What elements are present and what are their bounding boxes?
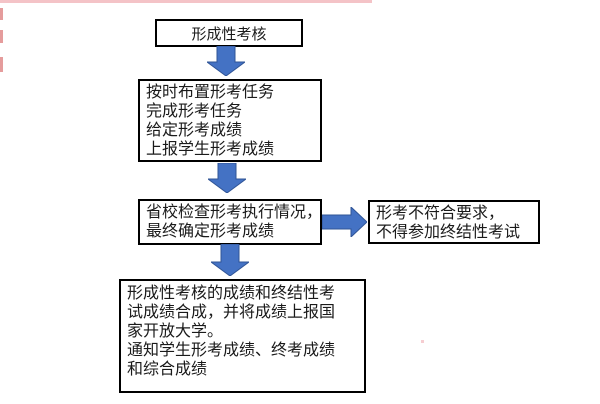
node-formative-assessment: 形成性考核 <box>155 19 303 47</box>
artifact-red-dash <box>0 57 3 72</box>
artifact-red-dash <box>0 30 3 43</box>
node-provincial-check: 省校检查形考执行情况， 最终确定形考成绩 <box>138 199 322 245</box>
artifact-red-dash <box>0 8 3 20</box>
arrow-down-icon <box>207 46 245 76</box>
arrow-right-shape <box>322 207 367 237</box>
node-assessment-tasks: 按时布置形考任务 完成形考任务 给定形考成绩 上报学生形考成绩 <box>138 79 322 162</box>
arrow-down-icon <box>211 244 249 276</box>
node-not-qualified: 形考不符合要求， 不得参加终结性考试 <box>368 200 540 244</box>
artifact-pink-dot <box>421 340 424 343</box>
arrow-down-icon <box>208 163 246 193</box>
arrow-right-icon <box>322 207 367 237</box>
arrow-down-shape <box>207 46 245 76</box>
artifact-pink-line <box>0 0 372 3</box>
arrow-down-shape <box>208 163 246 193</box>
node-final-grade: 形成性考核的成绩和终结性考 试成绩合成，并将成绩上报国 家开放大学。 通知学生形… <box>119 279 366 393</box>
arrow-down-shape <box>211 244 249 276</box>
